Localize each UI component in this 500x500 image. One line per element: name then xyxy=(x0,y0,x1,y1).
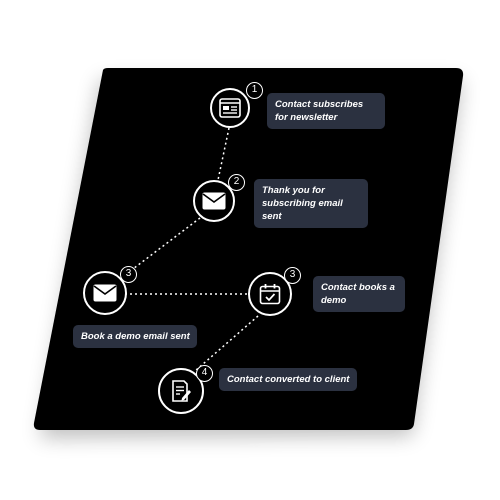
step-4-number: 4 xyxy=(196,365,213,382)
calendar-check-icon xyxy=(259,284,281,305)
step-2-label: Thank you for subscribing email sent xyxy=(254,179,368,228)
envelope-icon xyxy=(93,284,117,302)
step-3-email-number: 3 xyxy=(120,266,137,283)
step-3-email-node[interactable] xyxy=(83,271,127,315)
newsletter-browser-icon xyxy=(219,98,241,118)
step-2-number: 2 xyxy=(228,174,245,191)
document-pen-icon xyxy=(172,380,191,402)
step-1-node[interactable] xyxy=(210,88,250,128)
step-1-label: Contact subscribes for newsletter xyxy=(267,93,385,129)
step-1-number: 1 xyxy=(246,82,263,99)
step-3-email-label: Book a demo email sent xyxy=(73,325,197,348)
step-2-node[interactable] xyxy=(193,180,235,222)
step-3-calendar-label: Contact books a demo xyxy=(313,276,405,312)
step-3-calendar-number: 3 xyxy=(284,267,301,284)
envelope-icon xyxy=(202,192,226,210)
connector-lines xyxy=(124,127,259,372)
step-4-label: Contact converted to client xyxy=(219,368,357,391)
